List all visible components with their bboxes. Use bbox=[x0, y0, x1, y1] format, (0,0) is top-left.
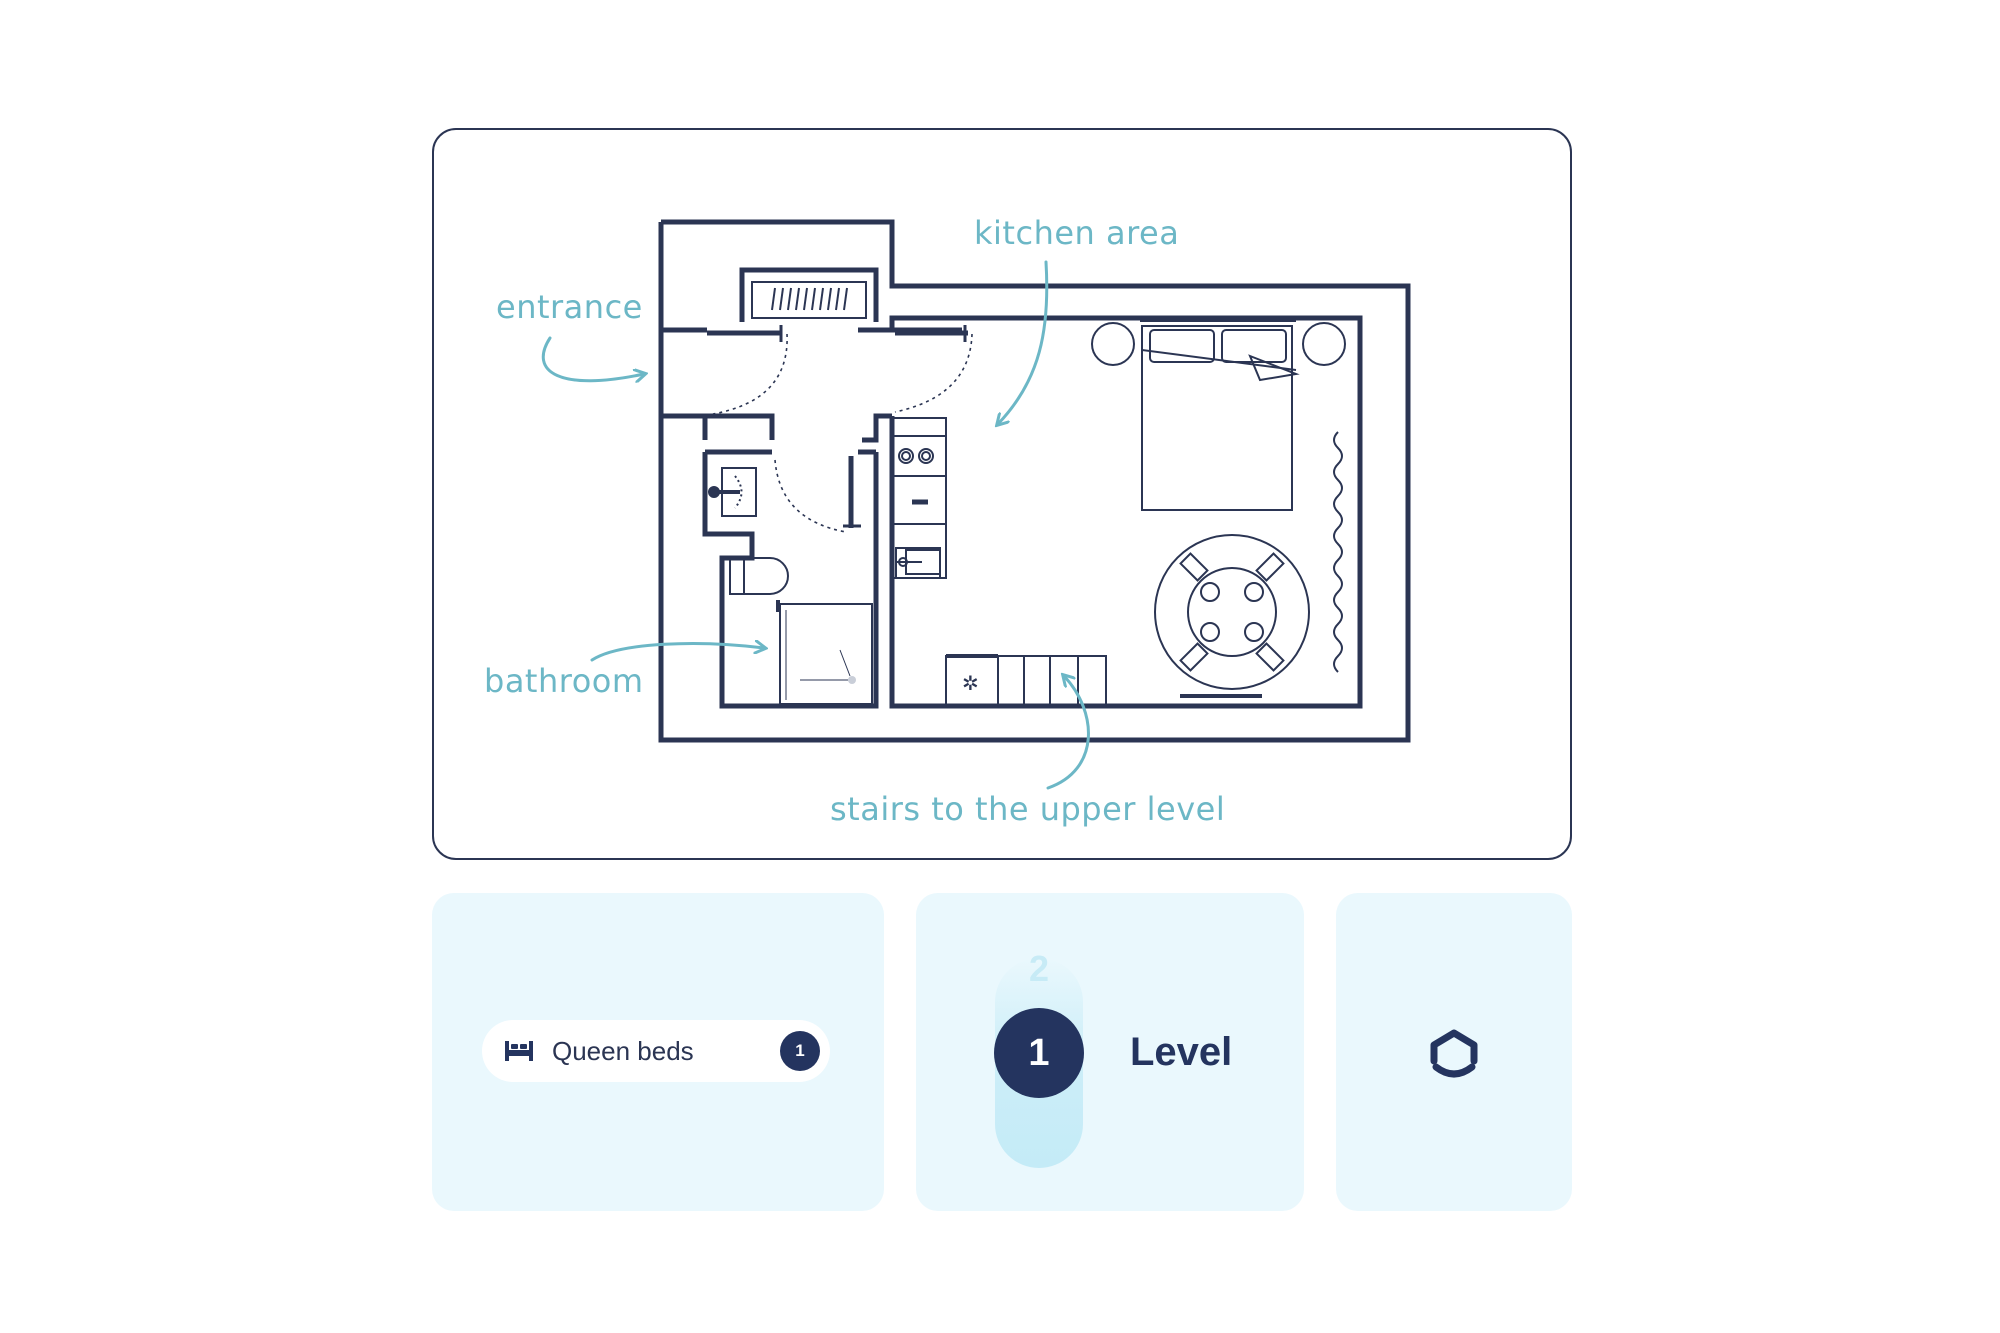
bathroom-label: bathroom bbox=[484, 662, 644, 700]
beds-tile: Queen beds 1 bbox=[432, 893, 884, 1211]
level-tile: 2 1 Level bbox=[916, 893, 1304, 1211]
doors bbox=[707, 325, 973, 533]
svg-text:✲: ✲ bbox=[962, 671, 979, 695]
annotation-arrows bbox=[541, 260, 1090, 790]
dining-table bbox=[1154, 534, 1310, 698]
double-bed bbox=[1091, 318, 1346, 511]
stairs-label: stairs to the upper level bbox=[830, 790, 1225, 828]
exterior-walls bbox=[658, 219, 1411, 743]
kitchen-area-label: kitchen area bbox=[974, 214, 1179, 252]
beds-count-badge: 1 bbox=[780, 1031, 820, 1071]
current-level-badge[interactable]: 1 bbox=[994, 1008, 1084, 1098]
level-option[interactable]: 2 bbox=[1028, 948, 1050, 989]
beds-pill: Queen beds 1 bbox=[482, 1020, 830, 1082]
logo-tile bbox=[1336, 893, 1572, 1211]
stairs: ✲ bbox=[945, 654, 1107, 707]
house-logo-icon bbox=[1430, 1029, 1478, 1078]
radiator bbox=[1333, 431, 1343, 673]
closet-hangers bbox=[751, 281, 867, 319]
kitchen-counter bbox=[891, 417, 947, 579]
beds-label: Queen beds bbox=[552, 1035, 694, 1066]
level-label: Level bbox=[1130, 1030, 1233, 1074]
bed-icon bbox=[505, 1041, 533, 1061]
entrance-label: entrance bbox=[496, 288, 643, 326]
bathroom-fixtures bbox=[708, 467, 873, 705]
